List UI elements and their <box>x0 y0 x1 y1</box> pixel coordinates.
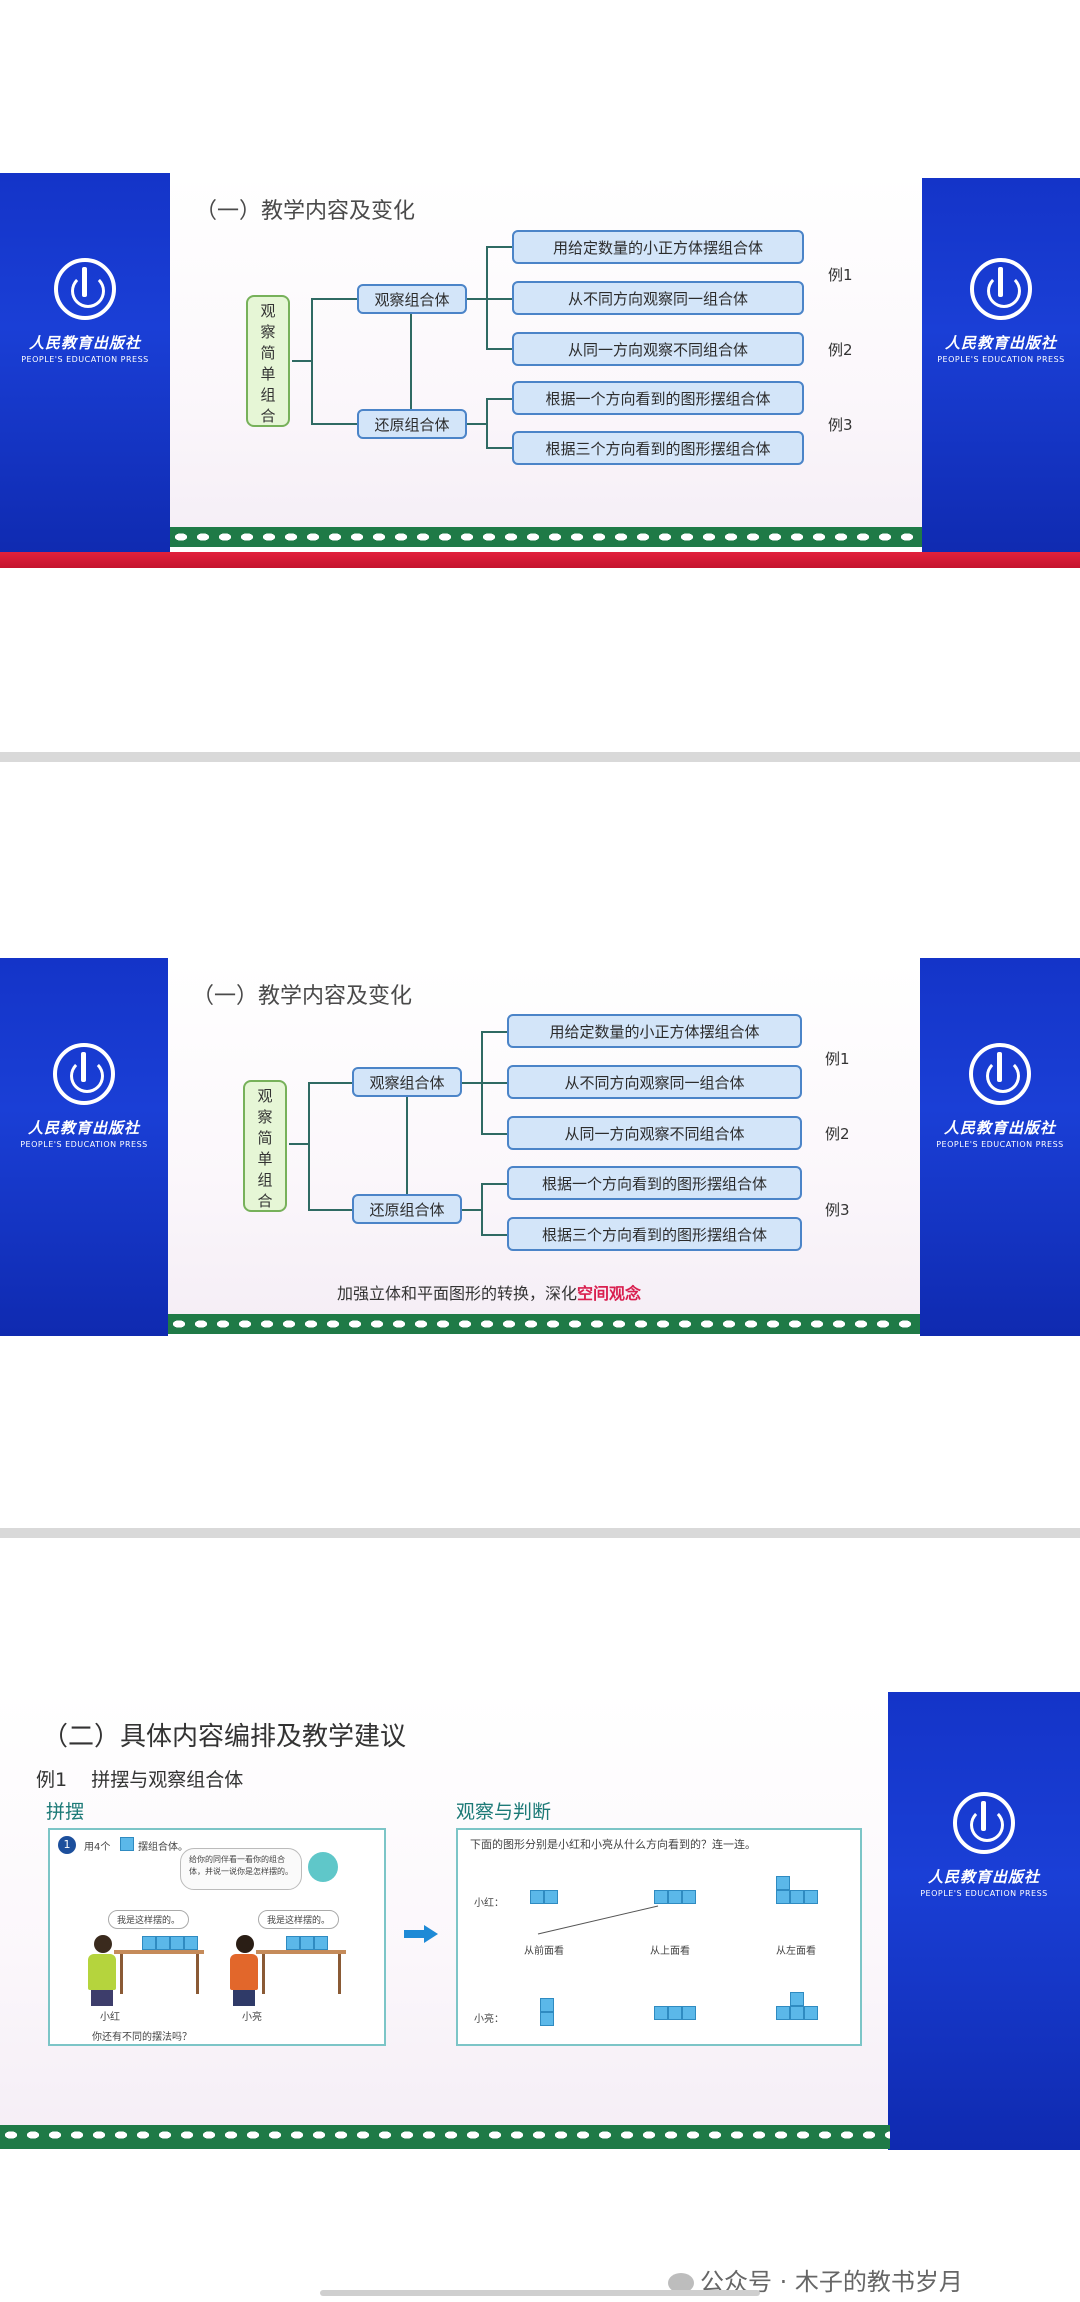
logo-emblem-icon <box>53 1043 115 1105</box>
exercise-number-badge: 1 <box>58 1836 76 1854</box>
home-indicator <box>320 2290 760 2296</box>
child-name-right: 小亮 <box>242 2012 262 2023</box>
note-highlight: 空间观念 <box>577 1284 642 1303</box>
right-blue-panel: 人民教育出版社 PEOPLE'S EDUCATION PRESS <box>922 178 1080 558</box>
example-label: 例1 <box>825 1050 850 1068</box>
table <box>114 1950 204 1954</box>
leaf-node: 用给定数量的小正方体摆组合体 <box>512 230 804 264</box>
logo-subtitle: PEOPLE'S EDUCATION PRESS <box>936 1140 1064 1149</box>
root-node: 观察简单组合 <box>243 1080 287 1212</box>
cube-model <box>286 1936 328 1950</box>
slide-title: （一）教学内容及变化 <box>195 199 416 224</box>
example-label: 例2 <box>825 1125 850 1143</box>
child-girl-figure <box>88 1935 116 2006</box>
logo-subtitle: PEOPLE'S EDUCATION PRESS <box>20 1140 148 1149</box>
stage-red-strip <box>0 552 1080 568</box>
mascot-icon <box>308 1852 338 1882</box>
right-blue-panel: 人民教育出版社 PEOPLE'S EDUCATION PRESS <box>920 958 1080 1336</box>
publisher-logo: 人民教育出版社 PEOPLE'S EDUCATION PRESS <box>9 1043 159 1149</box>
direction-top: 从上面看 <box>650 1946 690 1957</box>
logo-script-text: 人民教育出版社 <box>927 1868 1040 1886</box>
leaf-node: 从不同方向观察同一组合体 <box>507 1065 802 1099</box>
leaf-node: 从同一方向观察不同组合体 <box>512 332 804 366</box>
branch-node-observe: 观察组合体 <box>357 284 467 314</box>
arrow-right-icon <box>404 1930 426 1938</box>
branch-node-observe: 观察组合体 <box>352 1067 462 1097</box>
decorative-pattern-border <box>170 527 922 547</box>
view-shape <box>776 1876 818 1904</box>
leaf-node: 根据三个方向看到的图形摆组合体 <box>507 1217 802 1251</box>
slide-title: （一）教学内容及变化 <box>192 984 413 1009</box>
decorative-pattern-border <box>0 2125 890 2149</box>
divider <box>0 1528 1080 1538</box>
view-shape <box>654 1890 696 1904</box>
child-boy-figure <box>230 1935 258 2006</box>
left-blue-panel: 人民教育出版社 PEOPLE'S EDUCATION PRESS <box>0 958 168 1336</box>
example-label: 例1 <box>828 266 853 284</box>
logo-script-text: 人民教育出版社 <box>943 1119 1056 1137</box>
wechat-icon <box>668 2273 694 2293</box>
exercise-instruction: 用4个 <box>84 1842 111 1853</box>
table <box>256 1950 346 1954</box>
row-label-xiaoliang: 小亮： <box>474 2014 504 2025</box>
leaf-node: 从同一方向观察不同组合体 <box>507 1116 802 1150</box>
cube-model <box>142 1936 198 1950</box>
speech-bubble-right: 我是这样摆的。 <box>258 1910 340 1929</box>
logo-emblem-icon <box>54 258 116 320</box>
leaf-node: 从不同方向观察同一组合体 <box>512 281 804 315</box>
logo-emblem-icon <box>970 258 1032 320</box>
view-shape <box>776 1992 818 2020</box>
exercise-instruction-end: 摆组合体。 <box>138 1842 188 1853</box>
logo-script-text: 人民教育出版社 <box>944 334 1057 352</box>
teacher-speech-bubble: 给你的同伴看一看你的组合体，并说一说你是怎样摆的。 <box>180 1848 302 1890</box>
logo-emblem-icon <box>969 1043 1031 1105</box>
publisher-logo: 人民教育出版社 PEOPLE'S EDUCATION PRESS <box>926 258 1076 364</box>
left-blue-panel: 人民教育出版社 PEOPLE'S EDUCATION PRESS <box>0 173 170 558</box>
exercise-footer: 你还有不同的摆法吗？ <box>92 2032 192 2043</box>
row-label-xiaohong: 小红： <box>474 1898 504 1909</box>
direction-front: 从前面看 <box>524 1946 564 1957</box>
arrow-head-icon <box>424 1925 438 1943</box>
example-subtitle: 例1 拼摆与观察组合体 <box>36 1769 244 1791</box>
logo-script-text: 人民教育出版社 <box>28 334 141 352</box>
logo-subtitle: PEOPLE'S EDUCATION PRESS <box>920 1889 1048 1898</box>
divider <box>0 752 1080 762</box>
textbook-panel-observe: 下面的图形分别是小红和小亮从什么方向看到的？连一连。 小红： 从前面看 从上面看… <box>456 1828 862 2046</box>
logo-subtitle: PEOPLE'S EDUCATION PRESS <box>937 355 1065 364</box>
leaf-node: 用给定数量的小正方体摆组合体 <box>507 1014 802 1048</box>
leaf-node: 根据一个方向看到的图形摆组合体 <box>507 1166 802 1200</box>
leaf-node: 根据一个方向看到的图形摆组合体 <box>512 381 804 415</box>
speech-bubble-left: 我是这样摆的。 <box>108 1910 190 1929</box>
branch-node-restore: 还原组合体 <box>357 409 467 439</box>
right-blue-panel: 人民教育出版社 PEOPLE'S EDUCATION PRESS <box>888 1692 1080 2150</box>
view-shape <box>540 1998 554 2026</box>
leaf-node: 根据三个方向看到的图形摆组合体 <box>512 431 804 465</box>
root-node: 观察简单组合 <box>246 295 290 427</box>
view-shape <box>654 2006 696 2020</box>
slide-note: 加强立体和平面图形的转换，深化空间观念 <box>337 1284 642 1303</box>
publisher-logo: 人民教育出版社 PEOPLE'S EDUCATION PRESS <box>909 1792 1059 1898</box>
example-label: 例3 <box>825 1201 850 1219</box>
child-name-left: 小红 <box>100 2012 120 2023</box>
left-section-heading: 拼摆 <box>46 1801 85 1823</box>
connection-line <box>537 1905 659 1935</box>
right-section-heading: 观察与判断 <box>456 1801 552 1823</box>
decorative-pattern-border <box>168 1314 920 1334</box>
logo-subtitle: PEOPLE'S EDUCATION PRESS <box>21 355 149 364</box>
logo-emblem-icon <box>953 1792 1015 1854</box>
publisher-logo: 人民教育出版社 PEOPLE'S EDUCATION PRESS <box>10 258 160 364</box>
example-label: 例3 <box>828 416 853 434</box>
logo-script-text: 人民教育出版社 <box>27 1119 140 1137</box>
slide-title: （二）具体内容编排及教学建议 <box>42 1722 407 1752</box>
view-shape <box>530 1890 558 1904</box>
example-label: 例2 <box>828 341 853 359</box>
publisher-logo: 人民教育出版社 PEOPLE'S EDUCATION PRESS <box>925 1043 1075 1149</box>
direction-left: 从左面看 <box>776 1946 816 1957</box>
textbook-panel-arrange: 1 用4个 摆组合体。 给你的同伴看一看你的组合体，并说一说你是怎样摆的。 我是… <box>48 1828 386 2046</box>
cube-icon <box>120 1837 134 1851</box>
branch-node-restore: 还原组合体 <box>352 1194 462 1224</box>
exercise-question: 下面的图形分别是小红和小亮从什么方向看到的？连一连。 <box>470 1838 756 1851</box>
